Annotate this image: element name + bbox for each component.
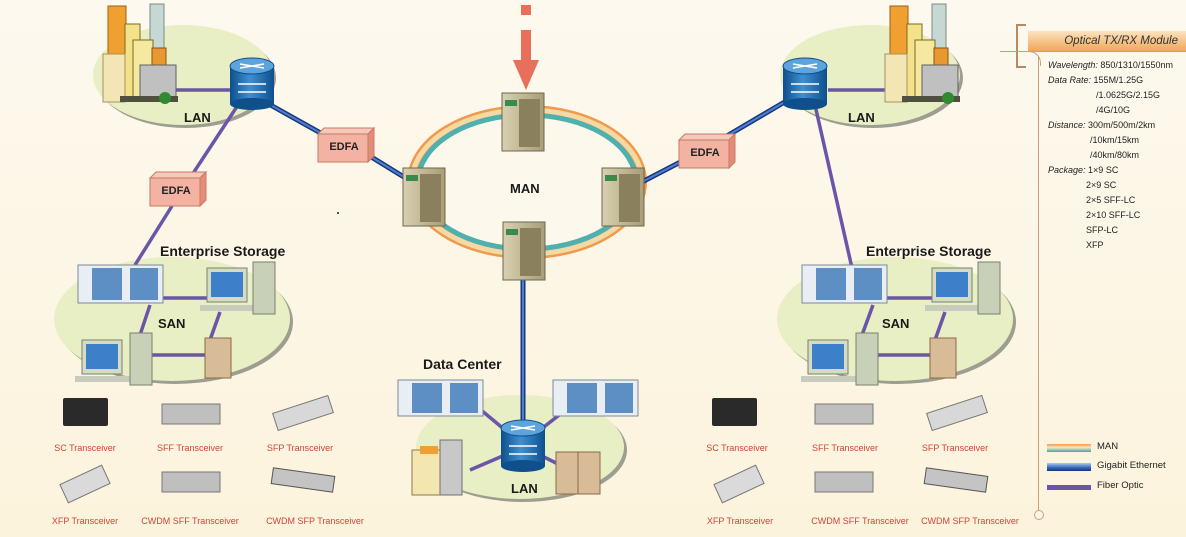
legend-item-man: MAN xyxy=(1047,441,1186,456)
workstation-left-top xyxy=(200,261,276,315)
cwdm-sfp-transceiver-image xyxy=(270,467,336,493)
workstation-right-top xyxy=(925,261,1001,315)
router-icon-top-left xyxy=(229,57,275,110)
fiber-links xyxy=(133,88,947,472)
lan-label-top-right: LAN xyxy=(848,110,875,125)
edfa-box-right xyxy=(677,132,737,170)
edfa-label-left-vertical: EDFA xyxy=(161,185,191,197)
san-label-right: SAN xyxy=(882,316,910,331)
edfa-label-right: EDFA xyxy=(690,147,720,159)
storage-array-dc-right xyxy=(552,379,639,417)
server-rack-dc xyxy=(555,451,601,495)
office-building-dc xyxy=(411,439,463,496)
spec-package-4: 2×10 SFF-LC xyxy=(1086,210,1141,220)
storage-array-left xyxy=(77,264,164,304)
storage-array-right xyxy=(801,264,888,304)
server-tower-right xyxy=(929,337,957,379)
spec-package-3: 2×5 SFF-LC xyxy=(1086,195,1136,205)
legend-label-gigabit: Gigabit Ethernet xyxy=(1097,460,1166,471)
cwdm-sff-transceiver-image xyxy=(161,471,221,493)
man-server-left xyxy=(402,167,446,227)
edfa-label-left-horizontal: EDFA xyxy=(329,141,359,153)
sfp-transceiver-image xyxy=(272,394,334,432)
legend-label-fiber: Fiber Optic xyxy=(1097,480,1144,491)
product-label-sc-right: SC Transceiver xyxy=(706,443,768,453)
sff-transceiver-image xyxy=(161,403,221,425)
panel-divider xyxy=(1000,51,1186,52)
spec-distance-3: /40km/80km xyxy=(1090,150,1140,160)
product-label-cwdm-sfp-left: CWDM SFP Transceiver xyxy=(266,516,364,526)
router-icon-data-center xyxy=(500,419,546,472)
data-center-title: Data Center xyxy=(423,356,502,372)
edfa-box-left-horizontal xyxy=(316,126,376,164)
sc-transceiver-image xyxy=(63,398,108,426)
spec-panel: Optical TX/RX Module Wavelength: 850/131… xyxy=(1000,24,1186,524)
spec-wavelength: Wavelength: 850/1310/1550nm xyxy=(1048,60,1173,70)
xfp-transceiver-image xyxy=(713,464,765,504)
transceiver-images-left xyxy=(59,394,336,504)
city-buildings-right xyxy=(884,3,960,104)
man-server-bottom xyxy=(502,221,546,281)
fiber-swatch-icon xyxy=(1047,485,1091,490)
spec-wavelength-key: Wavelength: xyxy=(1048,60,1098,70)
san-label-left: SAN xyxy=(158,316,186,331)
spec-data-rate-3: /4G/10G xyxy=(1096,105,1131,115)
xfp-transceiver-image xyxy=(59,464,111,504)
product-label-xfp-left: XFP Transceiver xyxy=(51,516,119,526)
spec-package-5: SFP-LC xyxy=(1086,225,1119,235)
panel-title: Optical TX/RX Module xyxy=(1028,31,1186,51)
man-label: MAN xyxy=(510,181,540,196)
server-tower-left xyxy=(204,337,232,379)
spec-distance: Distance: 300m/500m/2km xyxy=(1048,120,1156,130)
product-label-xfp-right: XFP Transceiver xyxy=(706,516,774,526)
spec-package: Package: 1×9 SC xyxy=(1048,165,1119,175)
product-label-cwdm-sff-right: CWDM SFF Transceiver xyxy=(811,516,909,526)
spec-distance-key: Distance: xyxy=(1048,120,1086,130)
gigabit-swatch-icon xyxy=(1047,463,1091,471)
man-server-right xyxy=(601,167,645,227)
sfp-transceiver-image xyxy=(926,394,988,432)
city-buildings-left xyxy=(102,3,178,104)
transceiver-images-right xyxy=(712,394,989,504)
panel-bracket xyxy=(1016,24,1026,68)
lan-label-top-left: LAN xyxy=(184,110,211,125)
panel-timeline-line xyxy=(1038,56,1039,511)
legend-item-fiber: Fiber Optic xyxy=(1047,480,1186,495)
product-label-sff-right: SFF Transceiver xyxy=(811,443,878,453)
man-server-top xyxy=(501,92,545,152)
lan-label-data-center: LAN xyxy=(511,481,538,496)
product-label-cwdm-sfp-right: CWDM SFP Transceiver xyxy=(921,516,1019,526)
workstation-right-bottom xyxy=(801,332,879,386)
enterprise-storage-title-right: Enterprise Storage xyxy=(866,243,992,259)
spec-package-key: Package: xyxy=(1048,165,1086,175)
spec-package-2: 2×9 SC xyxy=(1086,180,1117,190)
product-label-sfp-right: SFP Transceiver xyxy=(921,443,989,453)
down-arrow-icon xyxy=(513,5,539,90)
router-icon-top-right xyxy=(782,57,828,110)
storage-array-dc-left xyxy=(397,379,484,417)
spec-distance-2: /10km/15km xyxy=(1090,135,1140,145)
edfa-box-left-vertical xyxy=(148,170,208,208)
panel-timeline-end-circle xyxy=(1034,510,1044,520)
sff-transceiver-image xyxy=(814,403,874,425)
product-label-cwdm-sff-left: CWDM SFF Transceiver xyxy=(141,516,239,526)
spec-package-6: XFP xyxy=(1086,240,1104,250)
cwdm-sff-transceiver-image xyxy=(814,471,874,493)
product-label-sfp-left: SFP Transceiver xyxy=(266,443,334,453)
workstation-left-bottom xyxy=(75,332,153,386)
legend-label-man: MAN xyxy=(1097,441,1119,452)
cwdm-sfp-transceiver-image xyxy=(923,467,989,493)
spec-data-rate: Data Rate: 155M/1.25G xyxy=(1048,75,1144,85)
enterprise-storage-title-left: Enterprise Storage xyxy=(160,243,286,259)
legend-item-gigabit: Gigabit Ethernet xyxy=(1047,460,1186,475)
spec-data-rate-2: /1.0625G/2.15G xyxy=(1096,90,1161,100)
product-label-sff-left: SFF Transceiver xyxy=(156,443,223,453)
sc-transceiver-image xyxy=(712,398,757,426)
product-label-sc-left: SC Transceiver xyxy=(54,443,116,453)
spec-data-rate-key: Data Rate: xyxy=(1048,75,1092,85)
man-swatch-icon xyxy=(1047,444,1091,452)
